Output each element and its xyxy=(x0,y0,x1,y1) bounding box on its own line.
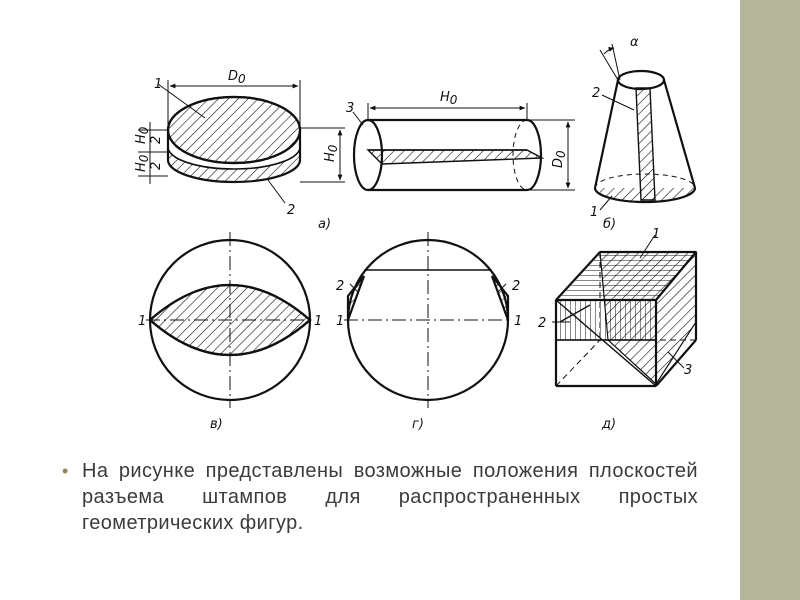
bullet-icon: • xyxy=(62,461,69,481)
callout-1-b: 1 xyxy=(590,205,598,220)
caption-text: На рисунке представлены возможные положе… xyxy=(82,460,698,534)
callout-2-a: 2 xyxy=(287,203,295,218)
dim-d0-a: D0 xyxy=(228,69,246,86)
slide-caption: • На рисунке представлены возможные поло… xyxy=(62,458,698,536)
svg-text:D0: D0 xyxy=(551,150,568,168)
panel-g-sphere xyxy=(344,232,512,408)
panel-a-cylinder xyxy=(352,103,575,192)
callout-1-v-left: 1 xyxy=(138,314,146,329)
callout-1-v-right: 1 xyxy=(314,314,322,329)
callout-2-g-right: 2 xyxy=(512,279,520,294)
dim-two-bottom: 2 xyxy=(149,162,164,170)
stamp-parting-planes-figure: D0 1 2 H0 H0 2 H0 2 H0 D0 3 а) xyxy=(134,35,698,432)
dim-h0-bottom-left: H0 xyxy=(134,154,151,172)
callout-1-g-left: 1 xyxy=(336,314,344,329)
panel-label-b: б) xyxy=(603,217,616,232)
dim-h0-cyl: H0 xyxy=(440,90,458,107)
slide-side-bar xyxy=(740,0,800,600)
dim-h0-top-left: H0 xyxy=(134,126,151,144)
dim-two-top: 2 xyxy=(149,136,164,144)
svg-text:2: 2 xyxy=(149,162,164,170)
callout-1-g-right: 1 xyxy=(514,314,522,329)
callout-3-a: 3 xyxy=(346,101,354,116)
dim-h0-right: H0 xyxy=(323,144,340,162)
svg-text:H0: H0 xyxy=(323,144,340,162)
panel-label-g: г) xyxy=(412,417,424,432)
callout-3-d: 3 xyxy=(684,363,692,378)
callout-1-d: 1 xyxy=(652,227,660,242)
callout-2-g-left: 2 xyxy=(336,279,344,294)
panel-a-disc xyxy=(138,80,345,204)
dim-d0-cyl: D0 xyxy=(551,150,568,168)
callout-2-d: 2 xyxy=(538,316,546,331)
panel-b-cone xyxy=(593,43,697,211)
svg-text:H0: H0 xyxy=(134,154,151,172)
callout-1-a: 1 xyxy=(154,77,162,92)
panel-v-sphere xyxy=(146,232,314,408)
panel-label-v: в) xyxy=(210,417,223,432)
svg-text:2: 2 xyxy=(149,136,164,144)
angle-alpha: α xyxy=(630,35,639,50)
panel-d-cube xyxy=(552,234,698,388)
panel-label-a: а) xyxy=(318,217,331,232)
panel-label-d: д) xyxy=(601,417,616,432)
callout-2-b: 2 xyxy=(592,86,600,101)
svg-text:H0: H0 xyxy=(134,126,151,144)
